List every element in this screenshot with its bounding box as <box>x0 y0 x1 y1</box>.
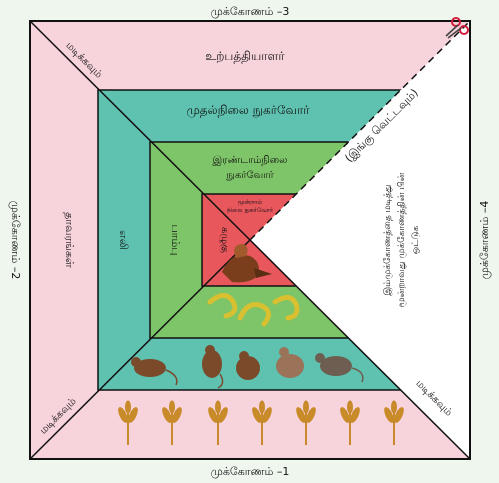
level-tertiary-label-2: நிலை நுகர்வோர் <box>227 207 274 214</box>
side-label-plants: தாவரங்கள் <box>63 212 76 268</box>
instruction-line-1: இம்முக்கோணத்தை மடித்து <box>383 184 393 295</box>
level-producers-label: உற்பத்தியாளர் <box>205 49 285 63</box>
side-label-eagle: கழுகு <box>218 227 230 253</box>
instruction-line-2: மூன்றாவது முக்கோணத்தின் பின் <box>397 172 407 307</box>
level-secondary-label-1: இரண்டாம்நிலை <box>213 155 288 166</box>
level-primary-label: முதல்நிலை நுகர்வோர் <box>186 103 310 118</box>
label-triangle-1: முக்கோணம் –1 <box>211 465 290 478</box>
instruction-line-3: ஒட்டுக <box>411 226 421 255</box>
level-secondary-label-2: நுகர்வோர் <box>226 170 274 181</box>
label-triangle-2: முக்கோணம் –2 <box>9 201 22 280</box>
label-triangle-3: முக்கோணம் –3 <box>211 5 290 18</box>
level-tertiary-label-1: மூன்றாம் <box>238 199 263 206</box>
side-label-snake: பாம்பு <box>169 225 182 256</box>
label-triangle-4: முக்கோணம் –4 <box>478 201 491 280</box>
side-label-rat: எலி <box>117 230 130 250</box>
